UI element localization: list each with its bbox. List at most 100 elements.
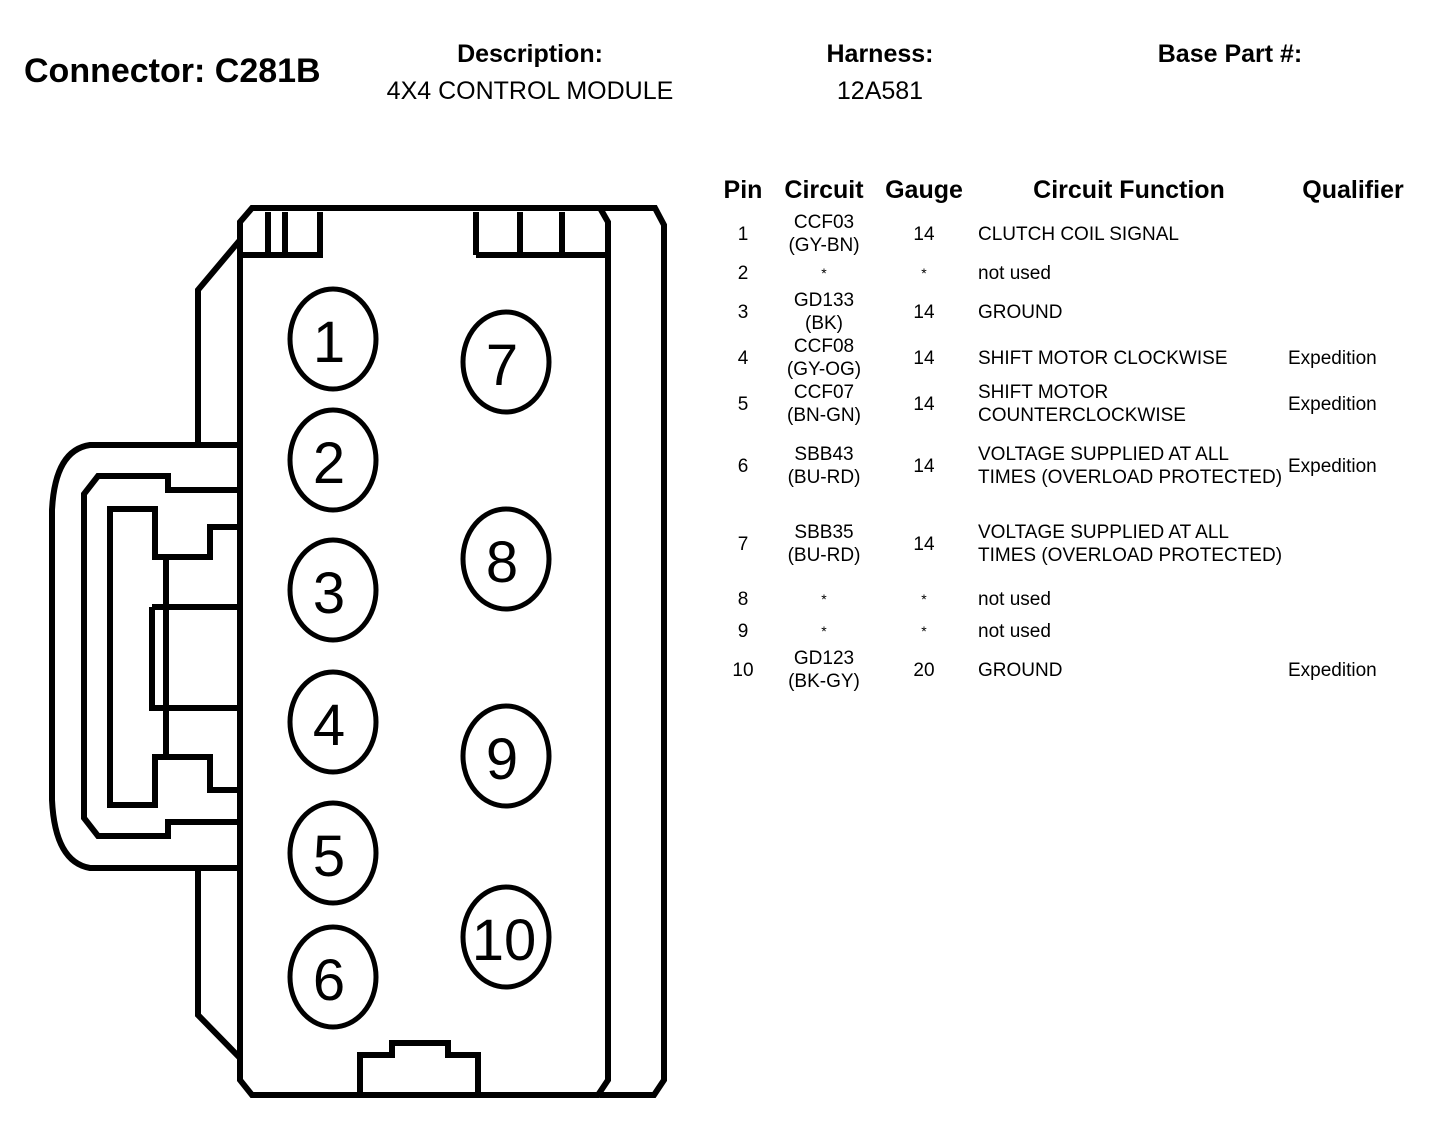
pin-4-cavity bbox=[287, 669, 379, 775]
pin-cell: 3 bbox=[716, 289, 770, 335]
qualifier-cell bbox=[1288, 257, 1418, 289]
column-header-gauge: Gauge bbox=[885, 176, 963, 204]
gauge-cell: 14 bbox=[878, 289, 970, 335]
table-row: 7 SBB35(BU-RD) 14 VOLTAGE SUPPLIED AT ALL T… bbox=[716, 505, 1418, 583]
wire-gauge: 14 bbox=[913, 223, 935, 245]
circuit-function: VOLTAGE SUPPLIED AT ALL TIMES (OVERLOAD … bbox=[978, 444, 1283, 488]
wire-color: (GY-OG) bbox=[786, 359, 862, 380]
wire-gauge: 14 bbox=[913, 393, 935, 415]
qualifier-cell bbox=[1288, 505, 1418, 583]
qualifier-cell: Expedition bbox=[1288, 381, 1418, 427]
function-cell: VOLTAGE SUPPLIED AT ALL TIMES (OVERLOAD … bbox=[970, 427, 1288, 505]
wire-gauge: * bbox=[921, 264, 927, 281]
pin-label: 10 bbox=[472, 908, 537, 973]
column-header-circuit: Circuit bbox=[784, 176, 864, 204]
circuit-function: GROUND bbox=[978, 301, 1063, 323]
circuit-cell: CCF03(GY-BN) bbox=[770, 211, 878, 257]
circuit-cell: * bbox=[770, 257, 878, 289]
table-header: Pin Circuit Gauge Circuit Function Quali… bbox=[716, 176, 1418, 211]
wire-gauge: 14 bbox=[913, 533, 935, 555]
qualifier-cell: Expedition bbox=[1288, 335, 1418, 381]
pin-7-cavity bbox=[460, 309, 552, 415]
table-row: 5 CCF07(BN-GN) 14 SHIFT MOTOR COUNTERCLOCKW… bbox=[716, 381, 1418, 427]
pin-label: 1 bbox=[313, 310, 345, 375]
function-cell: SHIFT MOTOR COUNTERCLOCKWISE bbox=[970, 381, 1288, 427]
description-value: 4X4 CONTROL MODULE bbox=[386, 77, 674, 105]
circuit-function: SHIFT MOTOR COUNTERCLOCKWISE bbox=[978, 382, 1186, 426]
pin-cavities bbox=[287, 286, 552, 1030]
pin-9-cavity bbox=[460, 703, 552, 809]
wire-gauge: * bbox=[921, 590, 927, 607]
pin-2-cavity bbox=[287, 407, 379, 513]
connector-shell-right bbox=[600, 205, 667, 1098]
circuit-id: CCF07 bbox=[793, 382, 855, 403]
pin-cell: 9 bbox=[716, 615, 770, 647]
description-block: Description: 4X4 CONTROL MODULE bbox=[370, 40, 690, 106]
pin-label: 7 bbox=[486, 333, 518, 398]
top-right-latch bbox=[473, 212, 605, 258]
gauge-cell: * bbox=[878, 257, 970, 289]
circuit-id: * bbox=[821, 264, 827, 281]
locking-clip-inner bbox=[107, 506, 240, 808]
circuit-cell: GD133(BK) bbox=[770, 289, 878, 335]
circuit-function: SHIFT MOTOR CLOCKWISE bbox=[978, 347, 1228, 369]
pin-number: 1 bbox=[737, 223, 749, 245]
pin-label: 2 bbox=[313, 431, 345, 496]
gauge-cell: 20 bbox=[878, 647, 970, 693]
wire-color: (GY-BN) bbox=[788, 235, 860, 256]
harness-block: Harness: 12A581 bbox=[790, 40, 970, 106]
circuit-id: GD133 bbox=[793, 290, 855, 311]
gauge-cell: 14 bbox=[878, 335, 970, 381]
pin-number: 5 bbox=[737, 393, 749, 415]
pin-number: 4 bbox=[737, 347, 749, 369]
circuit-function: not used bbox=[978, 620, 1051, 642]
column-header-qualifier: Qualifier bbox=[1302, 176, 1404, 204]
function-cell: CLUTCH COIL SIGNAL bbox=[970, 211, 1288, 257]
circuit-cell: SBB43(BU-RD) bbox=[770, 427, 878, 505]
pin-number: 10 bbox=[732, 659, 754, 681]
pin-6-cavity bbox=[287, 924, 379, 1030]
gauge-cell: 14 bbox=[878, 381, 970, 427]
pin-cell: 10 bbox=[716, 647, 770, 693]
circuit-cell: SBB35(BU-RD) bbox=[770, 505, 878, 583]
harness-value: 12A581 bbox=[836, 77, 924, 105]
qualifier-cell bbox=[1288, 583, 1418, 615]
wire-gauge: 14 bbox=[913, 347, 935, 369]
function-cell: GROUND bbox=[970, 647, 1288, 693]
qualifier-value: Expedition bbox=[1288, 659, 1377, 681]
pin-label: 5 bbox=[313, 824, 345, 889]
top-left-latch bbox=[240, 212, 323, 258]
pin-label: 6 bbox=[313, 948, 345, 1013]
pin-number: 6 bbox=[737, 455, 749, 477]
circuit-id: * bbox=[821, 622, 827, 639]
function-cell: SHIFT MOTOR CLOCKWISE bbox=[970, 335, 1288, 381]
qualifier-cell: Expedition bbox=[1288, 647, 1418, 693]
pin-number: 8 bbox=[737, 588, 749, 610]
function-cell: VOLTAGE SUPPLIED AT ALL TIMES (OVERLOAD … bbox=[970, 505, 1288, 583]
circuit-function: not used bbox=[978, 262, 1051, 284]
pin-number: 7 bbox=[737, 533, 749, 555]
function-cell: not used bbox=[970, 615, 1288, 647]
pin-label: 3 bbox=[313, 561, 345, 626]
circuit-cell: * bbox=[770, 583, 878, 615]
pin-cell: 8 bbox=[716, 583, 770, 615]
wire-gauge: * bbox=[921, 622, 927, 639]
locking-clip-bar bbox=[149, 557, 240, 757]
connector-body bbox=[237, 205, 611, 1098]
function-cell: not used bbox=[970, 583, 1288, 615]
circuit-cell: CCF07(BN-GN) bbox=[770, 381, 878, 427]
connector-diagram: 1 2 3 4 5 6 7 8 9 10 bbox=[49, 205, 667, 1098]
function-cell: not used bbox=[970, 257, 1288, 289]
qualifier-value: Expedition bbox=[1288, 393, 1377, 415]
circuit-id: SBB35 bbox=[794, 522, 854, 543]
wire-color: (BU-RD) bbox=[787, 545, 861, 566]
circuit-cell: GD123(BK-GY) bbox=[770, 647, 878, 693]
pin-8-cavity bbox=[460, 506, 552, 612]
column-header-pin: Pin bbox=[723, 176, 763, 204]
pin-label: 9 bbox=[486, 727, 518, 792]
circuit-id: GD123 bbox=[793, 648, 855, 669]
